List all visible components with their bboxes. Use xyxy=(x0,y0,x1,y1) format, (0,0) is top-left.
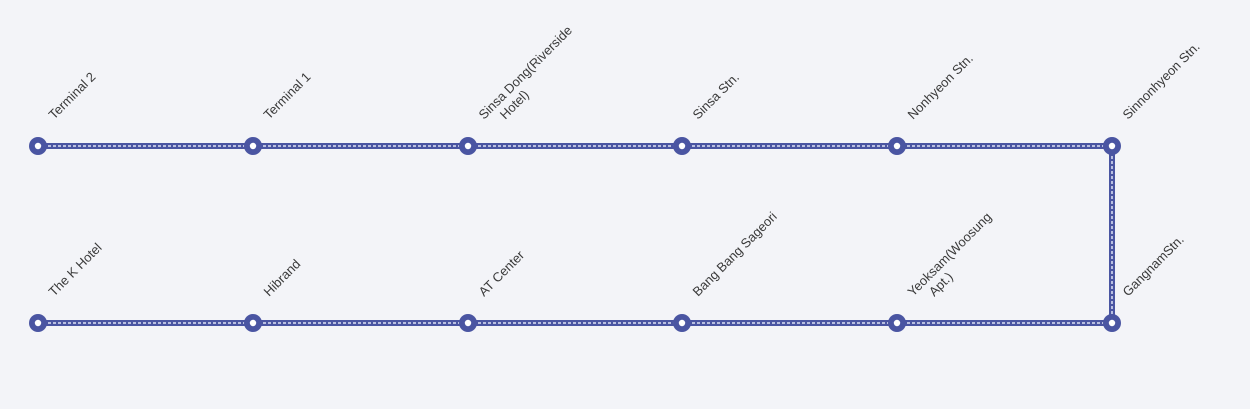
stop-marker-top-5[interactable] xyxy=(1103,137,1121,155)
stop-label-line: Terminal 2 xyxy=(46,69,99,122)
stop-label-top-0: Terminal 2 xyxy=(46,69,99,122)
stop-label-top-3: Sinsa Stn. xyxy=(690,70,743,123)
stop-marker-bottom-2[interactable] xyxy=(459,314,477,332)
stop-label-line: Nonhyeon Stn. xyxy=(905,51,976,122)
stop-marker-top-0[interactable] xyxy=(29,137,47,155)
stop-label-line: Terminal 1 xyxy=(261,69,314,122)
stop-label-top-4: Nonhyeon Stn. xyxy=(905,51,976,122)
stop-marker-bottom-1[interactable] xyxy=(244,314,262,332)
stop-marker-bottom-3[interactable] xyxy=(673,314,691,332)
stop-label-line: Hibrand xyxy=(261,256,304,299)
stop-marker-top-1[interactable] xyxy=(244,137,262,155)
stop-label-line: Sinnonhyeon Stn. xyxy=(1120,39,1203,122)
stop-label-bottom-0: The K Hotel xyxy=(46,240,105,299)
stop-label-bottom-1: Hibrand xyxy=(261,256,304,299)
stop-label-bottom-3: Bang Bang Sageori xyxy=(690,209,780,299)
stop-label-line: The K Hotel xyxy=(46,240,105,299)
stop-label-bottom-2: AT Center xyxy=(476,247,528,299)
stop-marker-bottom-5[interactable] xyxy=(1103,314,1121,332)
stop-marker-top-3[interactable] xyxy=(673,137,691,155)
stop-label-line: AT Center xyxy=(476,247,528,299)
stop-label-line: GangnamStn. xyxy=(1120,232,1187,299)
stop-label-line: Bang Bang Sageori xyxy=(690,209,780,299)
stop-marker-top-2[interactable] xyxy=(459,137,477,155)
stop-label-bottom-4: Yeoksam(WoosungApt.) xyxy=(905,209,1005,309)
stop-label-top-1: Terminal 1 xyxy=(261,69,314,122)
stop-marker-bottom-0[interactable] xyxy=(29,314,47,332)
stop-marker-bottom-4[interactable] xyxy=(888,314,906,332)
stop-labels: Terminal 2 Terminal 1 Sinsa Dong(Riverside… xyxy=(46,23,1203,309)
stop-label-top-2: Sinsa Dong(RiversideHotel) xyxy=(476,23,586,133)
route-stops xyxy=(29,137,1121,332)
stop-label-line: Sinsa Stn. xyxy=(690,70,743,123)
stop-label-top-5: Sinnonhyeon Stn. xyxy=(1120,39,1203,122)
stop-marker-top-4[interactable] xyxy=(888,137,906,155)
route-lines xyxy=(38,143,1115,326)
stop-label-bottom-5: GangnamStn. xyxy=(1120,232,1187,299)
stop-label-line: Sinsa Dong(Riverside xyxy=(476,23,576,123)
